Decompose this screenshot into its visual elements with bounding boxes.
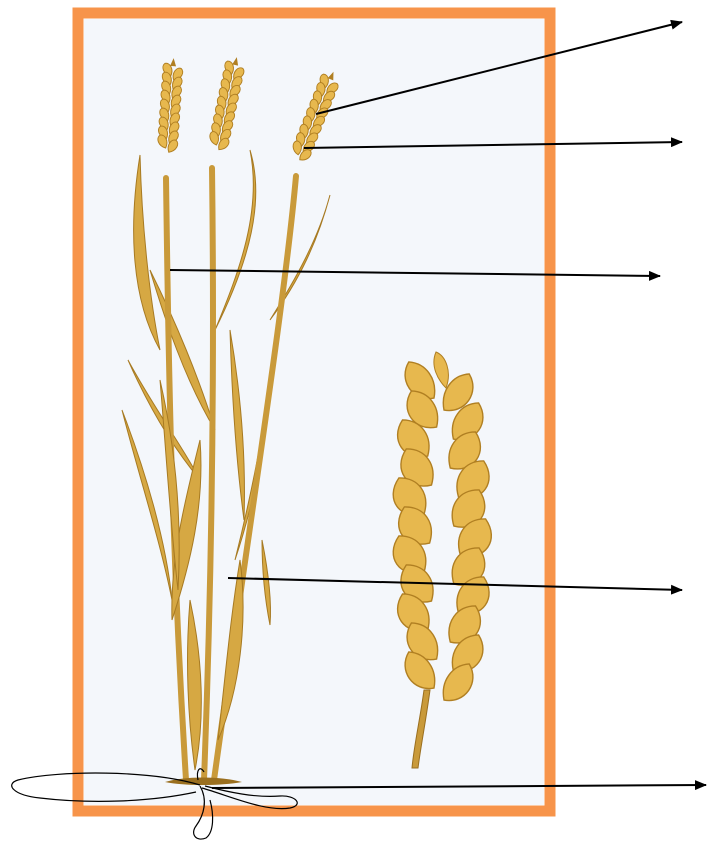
wheat-diagram [0,0,708,848]
